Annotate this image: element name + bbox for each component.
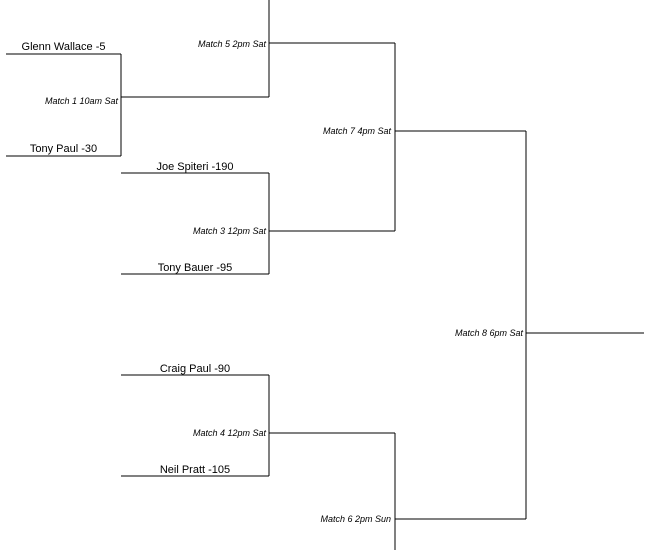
match-8-label: Match 8 6pm Sat [454,328,523,338]
player-craig-paul: Craig Paul -90 [159,363,231,375]
player-neil-pratt: Neil Pratt -105 [159,464,231,476]
match-5-label: Match 5 2pm Sat [197,39,266,49]
match-1-label: Match 1 10am Sat [44,96,118,106]
match-6-label: Match 6 2pm Sun [320,514,391,524]
player-tony-bauer: Tony Bauer -95 [157,262,233,274]
match-3-label: Match 3 12pm Sat [192,226,266,236]
player-joe-spiteri: Joe Spiteri -190 [156,161,234,173]
match-7-label: Match 7 4pm Sat [322,126,391,136]
player-tony-paul: Tony Paul -30 [29,143,98,155]
match-4-label: Match 4 12pm Sat [192,428,266,438]
player-glenn-wallace: Glenn Wallace -5 [21,41,106,53]
